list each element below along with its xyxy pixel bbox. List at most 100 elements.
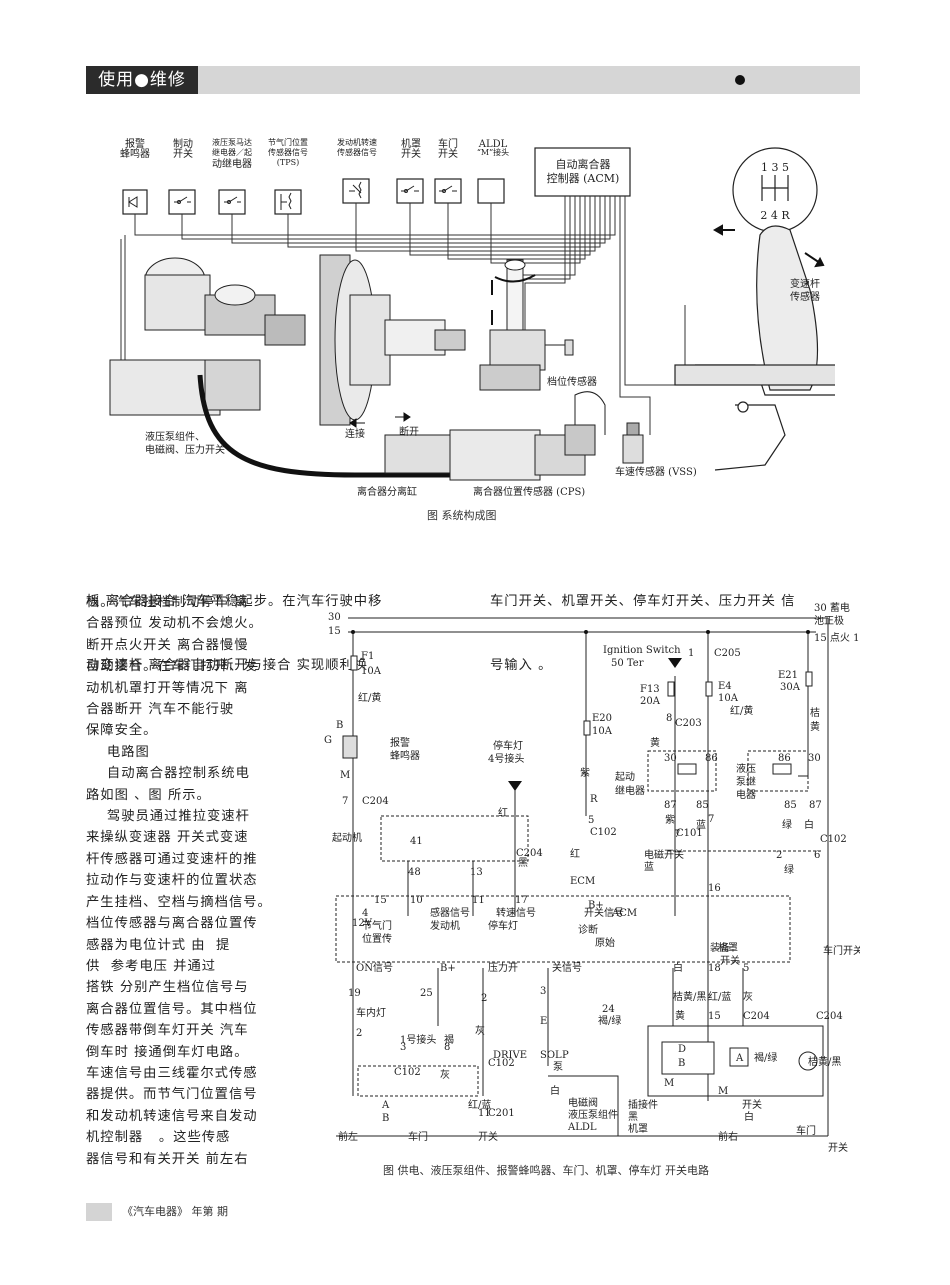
circuit-label: 5 bbox=[743, 963, 749, 974]
circuit-label: ON信号 bbox=[356, 962, 393, 974]
circuit-label: 褐/绿 bbox=[754, 1051, 777, 1064]
circuit-label: 停车灯 bbox=[488, 919, 518, 932]
circuit-label: 蓝 bbox=[644, 861, 654, 873]
circuit-label: 感器信号 bbox=[430, 906, 470, 919]
circuit-label: 50 Ter bbox=[611, 658, 644, 669]
circuit-label: 车门 bbox=[408, 1130, 428, 1143]
circuit-label: E bbox=[540, 1016, 547, 1027]
text-line: 拉动作与变速杆的位置状态 bbox=[86, 873, 258, 889]
text-line: 档位传感器与离合器位置传 bbox=[86, 916, 258, 932]
footer-marker bbox=[86, 1203, 112, 1221]
text-line: 车门开关、机罩开关、停车灯开关、压力开关 信 bbox=[490, 593, 796, 609]
circuit-label: 18 bbox=[708, 963, 721, 974]
label-engine_speed: 发动机转速 bbox=[337, 137, 377, 147]
circuit-label: 开关 bbox=[828, 1141, 848, 1154]
circuit-label: 10A bbox=[592, 726, 613, 737]
circuit-label: 黑 bbox=[628, 1111, 638, 1123]
label-buzzer: 报警 bbox=[125, 137, 145, 150]
circuit-label: 开关 bbox=[720, 954, 740, 967]
circuit-label: R bbox=[590, 794, 598, 805]
text-line: 电路图 bbox=[86, 744, 150, 760]
circuit-label: 黑 bbox=[518, 857, 528, 869]
acm-label-line: 控制器 (ACM) bbox=[547, 171, 620, 185]
circuit-label: 30 bbox=[664, 753, 677, 764]
pump-assembly-label: 液压泵组件、 bbox=[145, 430, 205, 443]
engage-label: 连接 bbox=[345, 427, 365, 440]
component-labels: 报警蜂鸣器制动开关液压泵马达继电器／起动继电器节气门位置传感器信号(TPS)发动… bbox=[120, 137, 509, 170]
circuit-label: B bbox=[678, 1058, 685, 1069]
gear-sensor-drawing bbox=[479, 259, 574, 391]
label-aldl: ALDL bbox=[478, 139, 508, 150]
circuit-label: 15 bbox=[374, 895, 387, 906]
circuit-label: 报警 bbox=[390, 736, 410, 749]
circuit-label: 10 bbox=[410, 895, 423, 906]
text-line: 保障安全。 bbox=[86, 723, 158, 739]
circuit-label: C bbox=[318, 596, 326, 599]
circuit-label: E4 bbox=[718, 681, 732, 692]
text-line: 断开点火开关 离合器慢慢 bbox=[86, 637, 249, 653]
text-line: 感器为电位计式 由 提 bbox=[86, 937, 231, 953]
figure1-caption: 图 系统构成图 bbox=[427, 509, 497, 522]
circuit-label: 1号接头 bbox=[400, 1033, 436, 1046]
system-diagram: 报警蜂鸣器制动开关液压泵马达继电器／起动继电器节气门位置传感器信号(TPS)发动… bbox=[109, 137, 835, 498]
circuit-label: 红 bbox=[498, 806, 508, 819]
circuit-label: C204 bbox=[516, 848, 543, 859]
circuit-label: C205 bbox=[714, 648, 741, 659]
circuit-label: 15 点火 1 bbox=[814, 632, 859, 644]
text-line: 器提供。而节气门位置信号 bbox=[86, 1087, 258, 1103]
circuit-label: B bbox=[318, 596, 325, 599]
circuit-label: B+ bbox=[440, 963, 456, 974]
circuit-label: 8 bbox=[666, 713, 672, 724]
circuit-label: 黑 bbox=[318, 596, 328, 599]
page-header: 使用●维修 bbox=[86, 66, 860, 94]
label-brake: 制动 bbox=[173, 137, 193, 150]
circuit-label: DRIVE bbox=[493, 1050, 527, 1061]
shift-lever-drawing bbox=[674, 147, 835, 471]
circuit-label: ACM bbox=[611, 908, 637, 919]
circuit-label: 2 bbox=[356, 1028, 362, 1039]
label-buzzer: 蜂鸣器 bbox=[120, 147, 150, 160]
circuit-label: 7 bbox=[674, 829, 680, 840]
circuit-label: 4 bbox=[362, 908, 368, 919]
circuit-label: 褐/绿 bbox=[598, 1014, 621, 1027]
circuit-label: 红/蓝 bbox=[708, 990, 731, 1003]
circuit-label: 机罩 bbox=[628, 1122, 648, 1135]
circuit-label: Ignition Switch bbox=[603, 645, 681, 656]
circuit-label: 黄 bbox=[810, 720, 820, 733]
circuit-label: 起动 bbox=[615, 771, 635, 783]
gear-sensor-label: 档位传感器 bbox=[547, 375, 597, 388]
circuit-wires bbox=[335, 617, 829, 1137]
shift-pattern-top: 1 3 5 bbox=[761, 161, 789, 174]
acm-label-line: 自动离合器 bbox=[556, 157, 611, 171]
circuit-label: 原始 bbox=[595, 936, 615, 949]
circuit-label: 20A bbox=[640, 696, 661, 707]
circuit-label: A bbox=[381, 1100, 390, 1111]
hydraulic-line bbox=[197, 374, 490, 478]
text-line: 来操纵变速器 开关式变速 bbox=[86, 830, 249, 846]
circuit-label: 24 bbox=[602, 1004, 615, 1015]
circuit-label: 1 bbox=[688, 648, 694, 659]
circuit-label: 灰 bbox=[743, 990, 753, 1003]
text-line: 自动离合器控制系统电 bbox=[86, 766, 250, 782]
circuit-label: B+ bbox=[588, 900, 604, 911]
engage-arrows bbox=[349, 412, 411, 428]
circuit-label: 白 bbox=[744, 1110, 754, 1123]
circuit-label: 液压泵组件 bbox=[568, 1108, 618, 1121]
rotation-arrows bbox=[491, 274, 536, 325]
circuit-label: 48 bbox=[408, 867, 421, 878]
circuit-label: 17 bbox=[515, 895, 528, 906]
circuit-label: 11 bbox=[472, 895, 485, 906]
circuit-label: 泵 bbox=[553, 1061, 563, 1073]
circuit-label: 白 bbox=[550, 1084, 560, 1097]
circuit-label: 85 bbox=[784, 800, 797, 811]
circuit-label: 开关 bbox=[742, 1098, 762, 1111]
text-line: 倒车时 接通倒车灯电路。 bbox=[86, 1044, 249, 1060]
circuit-label: 电磁阀 bbox=[568, 1096, 598, 1109]
circuit-label: G201 bbox=[318, 596, 345, 599]
text-block-top-right: 车门开关、机罩开关、停车灯开关、压力开关 信 号输入 。 bbox=[490, 548, 795, 698]
circuit-label: G102 bbox=[318, 596, 345, 599]
circuit-label: 红/黄 bbox=[730, 704, 753, 717]
text-line: 动变速杆 离合器自动断开与接合 实现顺利换 bbox=[86, 658, 369, 674]
circuit-label: 白 bbox=[673, 961, 683, 974]
label-brake: 开关 bbox=[173, 147, 193, 160]
